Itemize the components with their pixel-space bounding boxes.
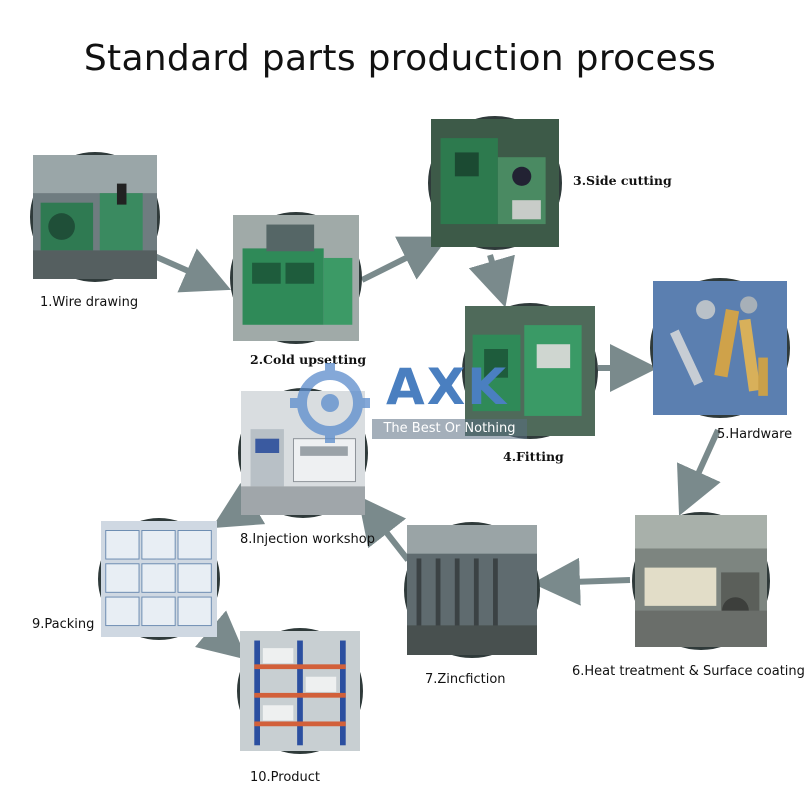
- step-4-photo: [462, 303, 598, 439]
- hardware-parts-icon: [653, 281, 787, 415]
- step-10-label: 10.Product: [250, 770, 321, 785]
- step-8-label: 8.Injection workshop: [240, 532, 375, 547]
- arrow-3-to-4: [468, 254, 515, 308]
- step-5-label: 5.Hardware: [717, 427, 793, 442]
- arrow-6-to-7: [532, 557, 631, 606]
- cold-upsetting-machine-icon: [233, 215, 359, 341]
- heat-treatment-line-icon: [635, 515, 767, 647]
- page-title: Standard parts production process: [83, 38, 717, 79]
- step-9-label: 9.Packing: [32, 617, 95, 632]
- product-warehouse-icon: [240, 631, 360, 751]
- step-4-label: 4.Fitting: [503, 449, 564, 464]
- step-10-photo: [237, 628, 363, 754]
- wire-drawing-machine-icon: [33, 155, 157, 279]
- zinc-plating-line-icon: [407, 525, 537, 655]
- step-9-photo: [98, 518, 220, 640]
- step-6-label: 6.Heat treatment & Surface coating: [572, 664, 805, 679]
- fitting-machine-icon: [465, 306, 595, 436]
- step-5-photo: [650, 278, 790, 418]
- side-cutting-machine-icon: [431, 119, 559, 247]
- step-8-photo: [238, 388, 368, 518]
- step-7-label: 7.Zincfiction: [425, 672, 506, 687]
- arrow-1-to-2: [150, 248, 231, 293]
- watermark-tagline: The Best Or Nothing: [372, 419, 527, 439]
- step-7-photo: [404, 522, 540, 658]
- step-3-label: 3.Side cutting: [573, 173, 672, 188]
- injection-workshop-icon: [241, 391, 365, 515]
- arrow-5-to-6: [677, 428, 721, 516]
- step-2-photo: [230, 212, 362, 344]
- step-3-photo: [428, 116, 562, 250]
- gear-logo-icon: [290, 363, 370, 443]
- step-1-label: 1.Wire drawing: [40, 295, 139, 310]
- step-2-label: 2.Cold upsetting: [250, 352, 367, 367]
- packing-boxes-icon: [101, 521, 217, 637]
- step-1-photo: [30, 152, 160, 282]
- step-6-photo: [632, 512, 770, 650]
- watermark-brand: AXK: [386, 358, 508, 416]
- arrow-2-to-3: [360, 236, 449, 283]
